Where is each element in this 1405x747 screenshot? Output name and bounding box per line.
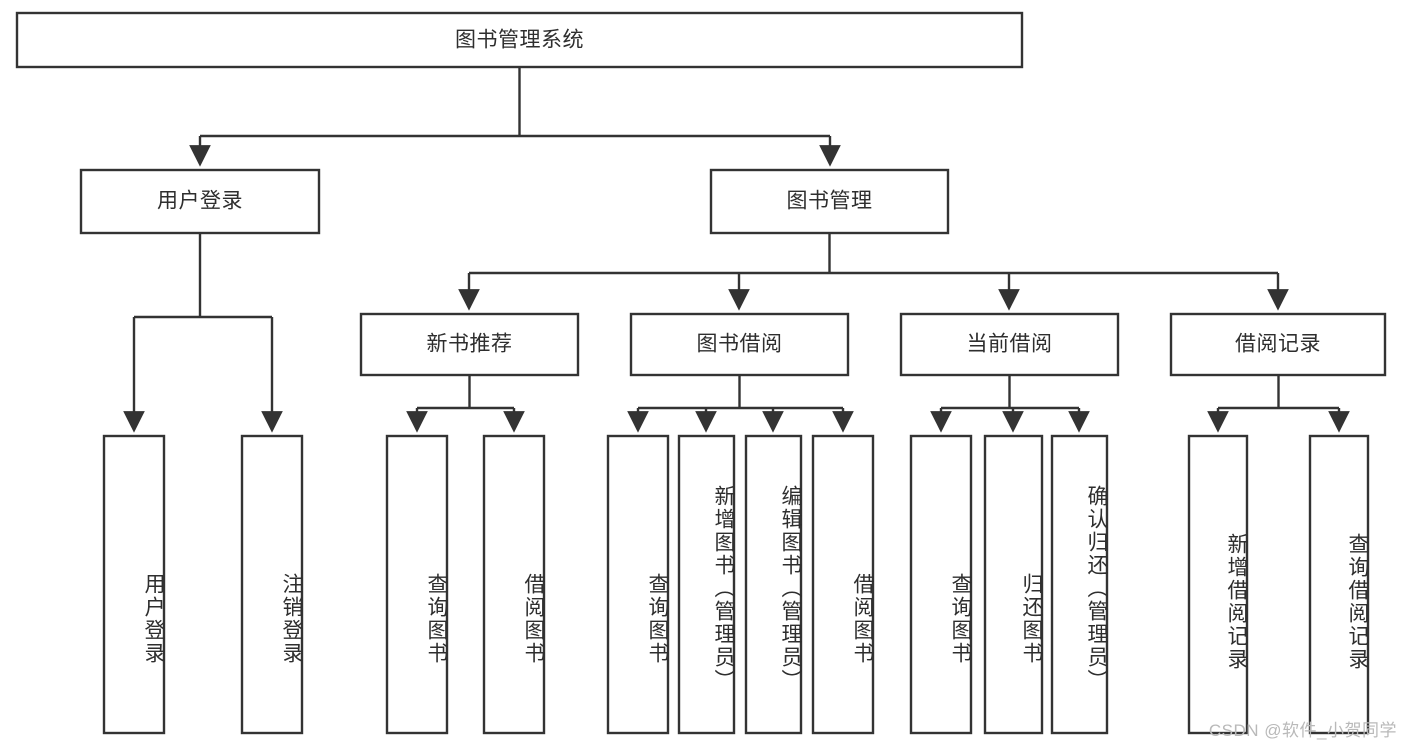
node-book-borrow[interactable] bbox=[629, 312, 850, 377]
node-leaf-add-record[interactable] bbox=[1187, 434, 1249, 735]
node-user-login[interactable] bbox=[79, 168, 321, 235]
node-borrow-record-label: 借阅记录 bbox=[1235, 333, 1321, 356]
node-leaf-query-book-3[interactable] bbox=[909, 434, 973, 735]
node-leaf-user-login[interactable] bbox=[102, 434, 166, 735]
node-leaf-return-book[interactable] bbox=[983, 434, 1044, 735]
node-leaf-borrow-book-1[interactable] bbox=[482, 434, 546, 735]
node-leaf-query-book-1[interactable] bbox=[385, 434, 449, 735]
node-root-label: 图书管理系统 bbox=[455, 29, 584, 52]
csdn-watermark: CSDN @软件_小贺同学 bbox=[1208, 721, 1397, 740]
node-book-borrow-label: 图书借阅 bbox=[697, 333, 783, 356]
node-borrow-record[interactable] bbox=[1169, 312, 1387, 377]
node-book-manage[interactable] bbox=[709, 168, 950, 235]
node-new-book-rec[interactable] bbox=[359, 312, 580, 377]
node-leaf-user-logout[interactable] bbox=[240, 434, 304, 735]
node-book-manage-label: 图书管理 bbox=[787, 190, 873, 213]
node-current-borrow[interactable] bbox=[899, 312, 1120, 377]
node-leaf-borrow-book-2[interactable] bbox=[811, 434, 875, 735]
node-leaf-confirm-return[interactable] bbox=[1050, 434, 1109, 735]
node-leaf-query-record[interactable] bbox=[1308, 434, 1370, 735]
node-current-borrow-label: 当前借阅 bbox=[967, 333, 1053, 356]
connector-layer bbox=[123, 67, 1350, 433]
node-leaf-add-book[interactable] bbox=[677, 434, 736, 735]
node-leaf-edit-book[interactable] bbox=[744, 434, 803, 735]
node-user-login-label: 用户登录 bbox=[157, 190, 243, 213]
node-leaf-query-book-2[interactable] bbox=[606, 434, 670, 735]
node-root[interactable] bbox=[15, 11, 1024, 69]
node-new-book-rec-label: 新书推荐 bbox=[427, 333, 513, 356]
node-layer: 图书管理系统 用户登录 图书管理 新书推荐 图书借阅 当前借阅 借阅记录 bbox=[15, 11, 1387, 735]
